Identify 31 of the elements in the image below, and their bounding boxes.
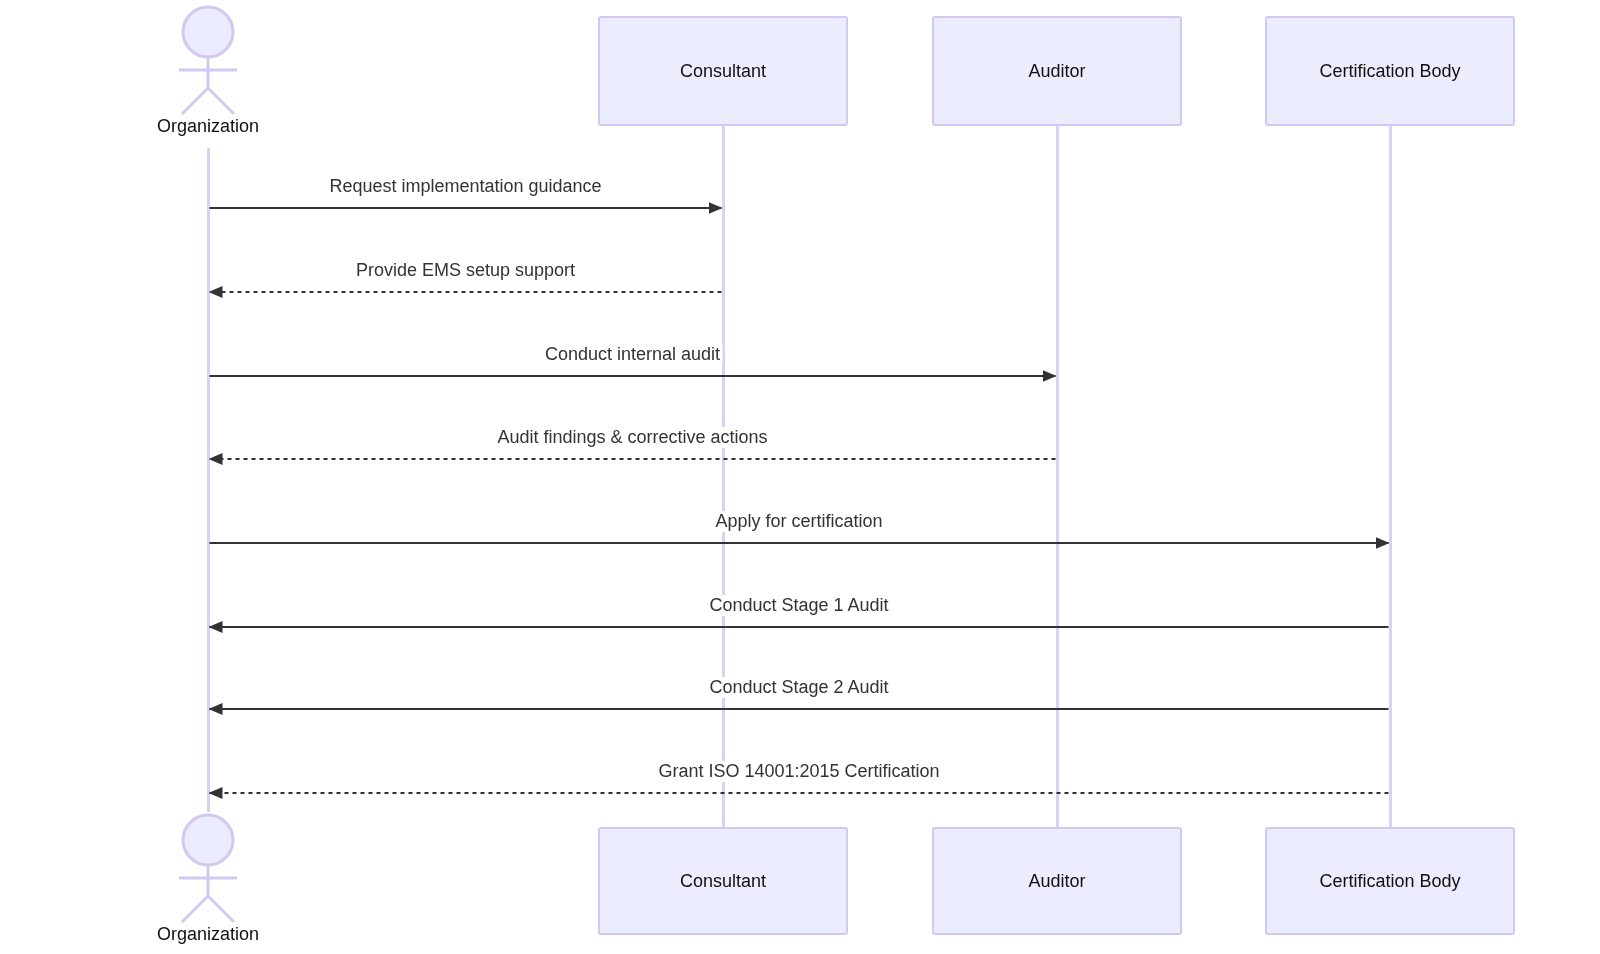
message-label: Conduct Stage 2 Audit [707,677,891,698]
participant-box [1265,16,1515,126]
participant-box [598,16,848,126]
message-arrow [208,286,723,298]
message-label: Request implementation guidance [327,176,604,197]
message-label: Audit findings & corrective actions [495,427,770,448]
message-arrow [208,453,1057,465]
participant-label: Organization [155,924,261,945]
message-arrow [208,537,1390,549]
message-arrow [208,202,723,214]
participant-box [932,16,1182,126]
participant-label: Auditor [1028,60,1086,82]
message-arrow [208,787,1390,799]
participant-label: Certification Body [1319,60,1461,82]
lifeline [1388,126,1392,827]
participant-box [932,827,1182,935]
participant-box [598,827,848,935]
participant-label: Consultant [679,870,767,892]
participant-label: Consultant [679,60,767,82]
message-arrow [208,703,1390,715]
lifeline [206,148,210,812]
participant-label: Organization [155,116,261,137]
participant-label: Auditor [1028,870,1086,892]
participant-label: Certification Body [1319,870,1461,892]
message-label: Conduct Stage 1 Audit [707,595,891,616]
message-arrow [208,370,1057,382]
message-label: Apply for certification [713,511,885,532]
participant-box [1265,827,1515,935]
message-label: Grant ISO 14001:2015 Certification [656,761,942,782]
message-arrow [208,621,1390,633]
lifeline [1055,126,1059,827]
